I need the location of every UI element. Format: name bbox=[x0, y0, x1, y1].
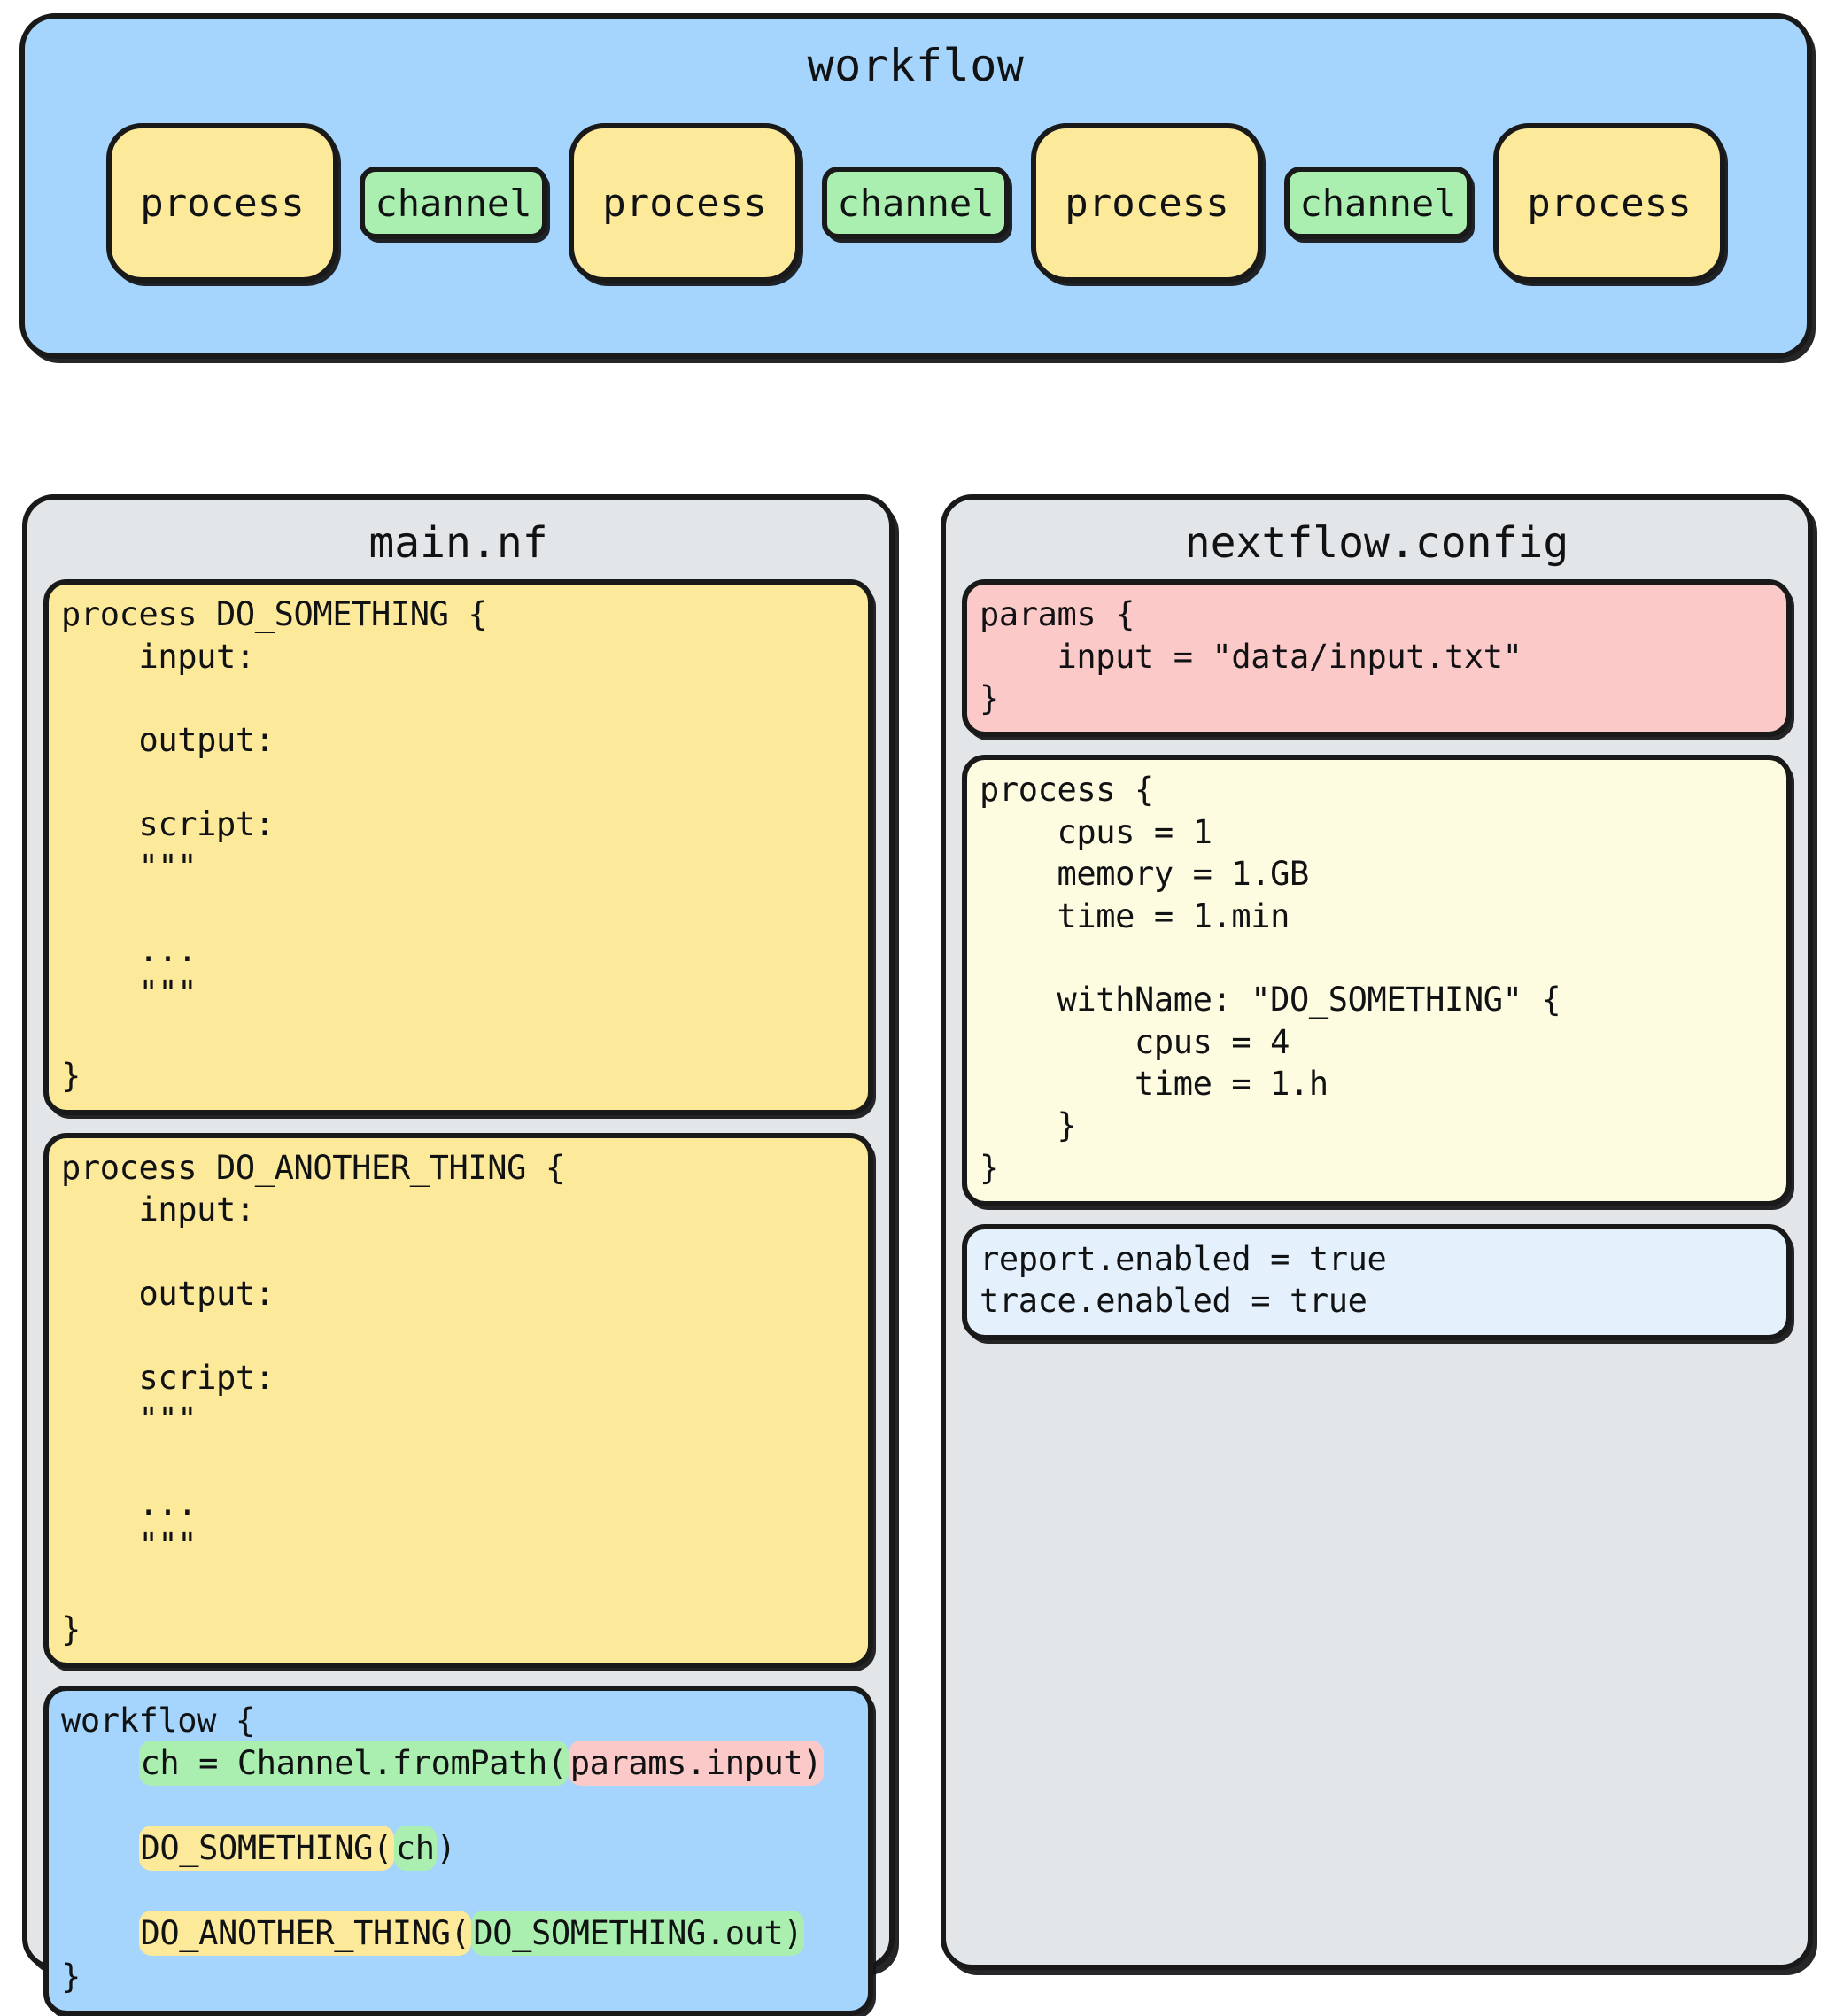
workflow-panel: workflow process channel process channel… bbox=[19, 13, 1812, 359]
params-code: params { input = "data/input.txt" } bbox=[980, 595, 1522, 718]
workflow-channel-1[interactable]: channel bbox=[360, 167, 547, 239]
workflow-channel-2[interactable]: channel bbox=[822, 167, 1010, 239]
nextflow-config-panel: nextflow.config params { input = "data/i… bbox=[941, 494, 1813, 1970]
workflow-code: workflow { ch = Channel.fromPath(params.… bbox=[61, 1700, 856, 1998]
process-do-another-thing-block[interactable]: process DO_ANOTHER_THING { input: output… bbox=[43, 1132, 873, 1669]
workflow-process-1[interactable]: process bbox=[106, 123, 338, 283]
params-block[interactable]: params { input = "data/input.txt" } bbox=[962, 579, 1792, 738]
main-nf-title: main.nf bbox=[368, 518, 548, 568]
workflow-node-row: process channel process channel process … bbox=[106, 123, 1725, 283]
do-something-call-tail: ) bbox=[436, 1829, 456, 1868]
nextflow-config-title: nextflow.config bbox=[1184, 518, 1569, 568]
workflow-block[interactable]: workflow { ch = Channel.fromPath(params.… bbox=[43, 1686, 873, 2016]
do-another-thing-call-highlight: DO_ANOTHER_THING( bbox=[138, 1911, 472, 1957]
workflow-process-2[interactable]: process bbox=[569, 123, 801, 283]
workflow-process-3[interactable]: process bbox=[1031, 123, 1263, 283]
workflow-close-line: } bbox=[61, 1957, 81, 1996]
process-config-code: process { cpus = 1 memory = 1.GB time = … bbox=[980, 771, 1561, 1187]
reporting-code: report.enabled = true trace.enabled = tr… bbox=[980, 1240, 1387, 1321]
main-nf-panel: main.nf process DO_SOMETHING { input: ou… bbox=[22, 494, 895, 2016]
params-input-highlight: params.input) bbox=[568, 1741, 825, 1787]
workflow-channel-3[interactable]: channel bbox=[1284, 167, 1472, 239]
workflow-title: workflow bbox=[807, 40, 1025, 91]
process-do-something-code: process DO_SOMETHING { input: output: sc… bbox=[61, 595, 488, 1096]
process-do-another-thing-code: process DO_ANOTHER_THING { input: output… bbox=[61, 1148, 565, 1648]
workflow-open-line: workflow { bbox=[61, 1702, 255, 1741]
channel-frompath-highlight: ch = Channel.fromPath( bbox=[138, 1741, 569, 1787]
do-something-call-highlight: DO_SOMETHING( bbox=[138, 1826, 394, 1872]
process-do-something-block[interactable]: process DO_SOMETHING { input: output: sc… bbox=[43, 579, 873, 1115]
process-config-block[interactable]: process { cpus = 1 memory = 1.GB time = … bbox=[962, 755, 1792, 1207]
do-something-out-highlight: DO_SOMETHING.out) bbox=[471, 1911, 805, 1957]
ch-arg-highlight: ch bbox=[393, 1826, 437, 1872]
workflow-process-4[interactable]: process bbox=[1493, 123, 1725, 283]
reporting-block[interactable]: report.enabled = true trace.enabled = tr… bbox=[962, 1224, 1792, 1340]
